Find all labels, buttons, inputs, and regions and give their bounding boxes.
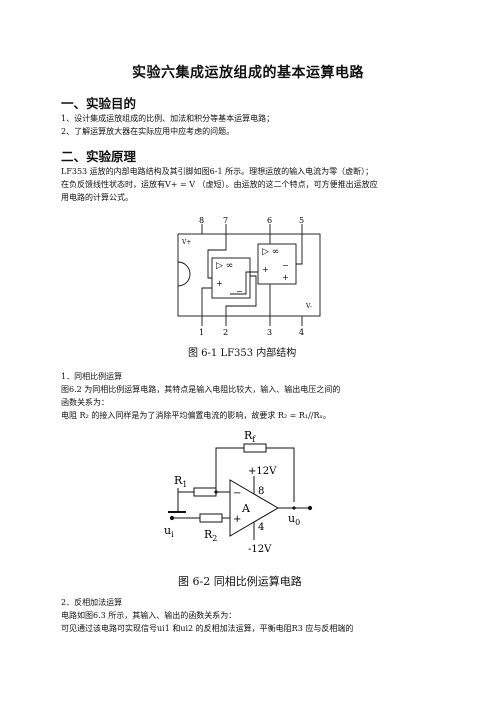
noninverting-input-sign: + (233, 514, 241, 525)
r2-label: R2 (204, 528, 217, 543)
section-heading-objectives: 一、实验目的 (61, 96, 137, 111)
amp-a-minus: − (236, 287, 243, 296)
ui-label: ui (164, 524, 174, 539)
document-title: 实验六集成运放组成的基本运算电路 (132, 65, 364, 81)
pin-6-label: 6 (267, 216, 272, 225)
principle-line-1: LF353 运放的内部电路结构及其引脚如图6-1 所示。理想运放的输入电流为零（… (61, 167, 374, 176)
pin-2-label: 2 (223, 328, 228, 336)
sub2-heading: 2．反相加法运算 (61, 598, 123, 607)
pin-4-label: 4 (299, 328, 304, 336)
pin-4-label: 4 (258, 522, 264, 533)
vneg-label: -12V (248, 544, 272, 555)
pin-5-label: 5 (299, 216, 304, 225)
principle-line-3: 用电路的计算公式。 (61, 193, 133, 202)
figure-6-1-caption: 图 6-1 LF353 内部结构 (188, 348, 297, 359)
sub1-line-3: 电阻 R₂ 的接入同样是为了消除平均偏置电流的影响，故要求 R₂ = R₁//R… (61, 411, 331, 420)
pin-1-label: 1 (199, 328, 204, 336)
uo-label: u0 (288, 512, 300, 527)
amp-a-symbol: ▷ ∞ (216, 261, 233, 271)
objective-item-2: 2、了解运算放大器在实际应用中应考虑的问题。 (61, 127, 235, 136)
sub1-heading: 1．同相比例运算 (61, 372, 123, 381)
vpos-label: +12V (248, 466, 277, 477)
sub1-line-1: 图6.2 为同相比例运算电路，其特点是输入电阻比较大，输入、输出电压之间的 (61, 385, 341, 394)
sub2-line-1: 电路如图6.3 所示，其输入、输出的函数关系为： (61, 611, 237, 620)
non-inverting-amp-diagram: Rf R1 R2 ui u0 +12V -12V 8 4 A − + (164, 429, 313, 555)
vminus-label: V- (305, 303, 312, 310)
figure-6-2-caption: 图 6-2 同相比例运算电路 (178, 575, 302, 588)
amp-a-plus: + (216, 279, 223, 288)
sub2-line-2: 可见通过该电路可实现信号ui1 和ui2 的反相加法运算，平衡电阻R3 应与反相… (61, 624, 354, 633)
pin-8-label: 8 (258, 486, 264, 497)
r1-label: R1 (174, 474, 187, 489)
pin-7-label: 7 (223, 216, 228, 225)
amp-label: A (241, 502, 251, 515)
amp-b-plus: + (262, 265, 269, 274)
amp-b-plus-2: + (282, 273, 289, 282)
lf353-structure-diagram: 8 7 6 5 1 2 3 4 V+ V- ▷ ∞ ▷ ∞ + − + − + (177, 216, 321, 336)
pin-8-label: 8 (199, 216, 204, 225)
inverting-input-sign: − (233, 488, 241, 499)
section-heading-principle: 二、实验原理 (61, 149, 137, 164)
principle-line-2: 在负反馈线性状态时，运放有V+ = V （虚短）。由运放的这二个特点，可方便推出… (61, 180, 378, 189)
sub1-line-2: 函数关系为： (61, 398, 109, 407)
amp-b-symbol: ▷ ∞ (262, 247, 279, 257)
objective-item-1: 1、设计集成运放组成的比例、加法和积分等基本运算电路； (61, 114, 275, 123)
pin-3-label: 3 (267, 328, 272, 336)
rf-label: Rf (244, 429, 256, 444)
vplus-label: V+ (181, 239, 191, 246)
amp-b-minus: − (282, 261, 289, 270)
